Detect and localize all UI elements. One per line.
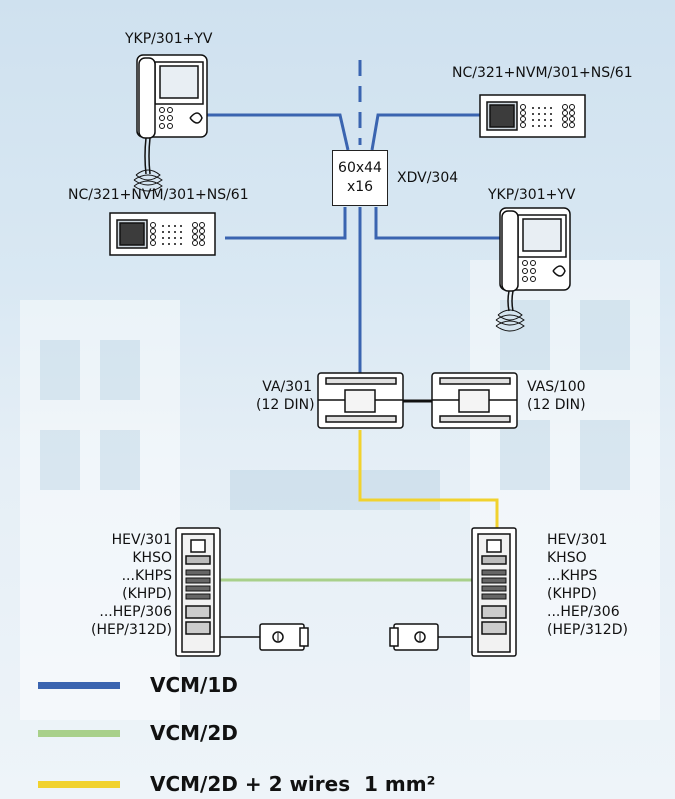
entrance-left-line: (HEP/312D) xyxy=(91,622,172,638)
push-button-right-icon xyxy=(389,623,439,651)
entrance-right-line: (HEP/312D) xyxy=(547,622,628,638)
push-button-left-icon xyxy=(259,623,309,651)
entrance-right-line: ...KHPS xyxy=(547,568,598,584)
legend-swatch-vcm2d xyxy=(38,730,120,737)
label-monitor-mid-right: YKP/301+YV xyxy=(488,187,576,203)
legend-label-vcm2d: VCM/2D xyxy=(150,721,238,745)
monitor-mid-right-icon xyxy=(499,207,571,312)
label-distributor-model: XDV/304 xyxy=(397,170,459,186)
handset-cord-icon xyxy=(495,309,525,332)
entrance-right-line: HEV/301 xyxy=(547,532,608,548)
label-panel-mid-left: NC/321+NVM/301+NS/61 xyxy=(68,187,249,203)
legend-swatch-vcm1d xyxy=(38,682,120,689)
panel-mid-left-icon xyxy=(109,212,216,256)
wire-panel-top-right xyxy=(370,113,480,151)
handset-cord-icon xyxy=(133,169,163,192)
power-supply-model: VA/301 xyxy=(262,379,312,395)
distributor-line1: 60x44 xyxy=(338,160,382,176)
wire-monitor-mid-right xyxy=(374,207,500,240)
label-aux-supply: VAS/100 (12 DIN) xyxy=(527,378,586,414)
legend-swatch-vcm2d-wires xyxy=(38,781,120,788)
aux-supply-model: VAS/100 xyxy=(527,379,586,395)
distributor-box: 60x44 x16 xyxy=(332,150,388,206)
entrance-left-line: ...KHPS xyxy=(121,568,172,584)
entrance-panel-left-icon xyxy=(175,527,221,657)
entrance-right-line: ...HEP/306 xyxy=(547,604,620,620)
monitor-top-left-icon xyxy=(136,54,208,175)
wire-panel-mid-left xyxy=(225,207,347,240)
legend-label-vcm2d-wires: VCM/2D + 2 wires 1 mm² xyxy=(150,772,436,796)
entrance-left-line: ...HEP/306 xyxy=(99,604,172,620)
label-monitor-top-left: YKP/301+YV xyxy=(125,31,213,47)
aux-supply-icon xyxy=(431,372,518,429)
label-panel-top-right: NC/321+NVM/301+NS/61 xyxy=(452,65,633,81)
entrance-left-line: KHSO xyxy=(132,550,172,566)
legend-label-vcm1d: VCM/1D xyxy=(150,673,238,697)
power-supply-icon xyxy=(317,372,404,429)
power-supply-size: (12 DIN) xyxy=(256,397,315,413)
label-power-supply: VA/301 (12 DIN) xyxy=(256,378,315,414)
aux-supply-size: (12 DIN) xyxy=(527,397,586,413)
entrance-right-line: (KHPD) xyxy=(547,586,597,602)
wire-monitor-top-left xyxy=(205,113,350,151)
entrance-left-line: HEV/301 xyxy=(111,532,172,548)
distributor-line2: x16 xyxy=(346,179,374,195)
wire-yellow xyxy=(358,430,499,528)
entrance-panel-right-icon xyxy=(471,527,517,657)
label-entrance-right: HEV/301 KHSO ...KHPS (KHPD) ...HEP/306 (… xyxy=(547,531,628,639)
entrance-right-line: KHSO xyxy=(547,550,587,566)
panel-top-right-icon xyxy=(479,94,586,138)
entrance-left-line: (KHPD) xyxy=(122,586,172,602)
label-entrance-left: HEV/301 KHSO ...KHPS (KHPD) ...HEP/306 (… xyxy=(86,531,172,639)
